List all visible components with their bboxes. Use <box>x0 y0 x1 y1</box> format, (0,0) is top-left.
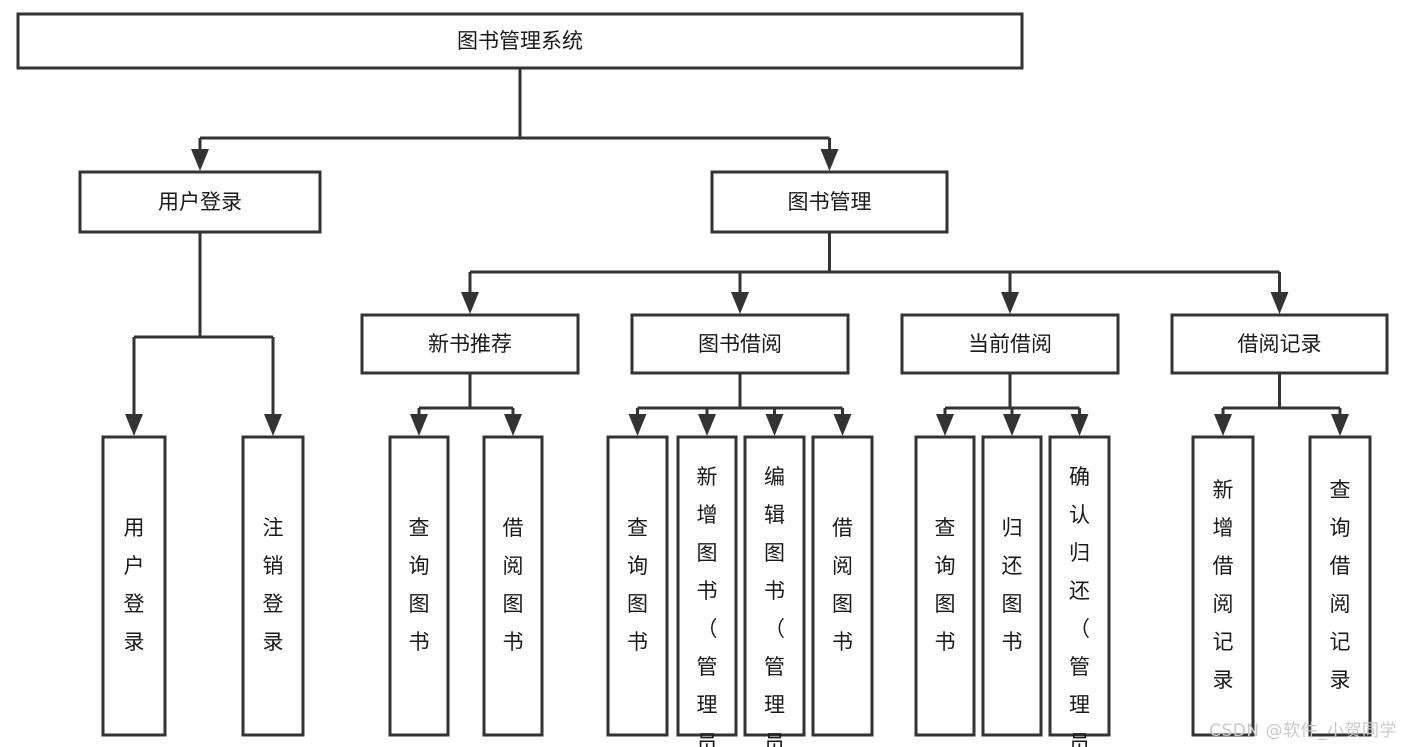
node-label: 图书管理 <box>788 190 872 214</box>
node-leaf_11[interactable]: 确认归还（管理员） <box>1048 435 1111 747</box>
connector-layer <box>125 68 1349 436</box>
node-l1_a[interactable]: 用户登录 <box>78 170 322 234</box>
node-label: 注销登录 <box>263 516 284 654</box>
node-label: 借阅图书 <box>503 516 524 654</box>
connector-group <box>461 232 1289 314</box>
node-leaf_13[interactable]: 查询借阅记录 <box>1308 435 1372 737</box>
node-label: 查询图书 <box>627 516 648 654</box>
node-label: 用户登录 <box>158 190 242 214</box>
node-label: 图书管理系统 <box>457 29 583 53</box>
node-l2_a[interactable]: 新书推荐 <box>360 313 580 375</box>
node-label: 当前借阅 <box>968 332 1052 356</box>
node-leaf_09[interactable]: 查询图书 <box>914 435 976 737</box>
node-label: 查询图书 <box>935 516 956 654</box>
node-l2_d[interactable]: 借阅记录 <box>1170 313 1389 375</box>
node-l2_b[interactable]: 图书借阅 <box>630 313 850 375</box>
connector-group <box>936 373 1089 436</box>
node-label: 新书推荐 <box>428 332 512 356</box>
node-root[interactable]: 图书管理系统 <box>16 12 1024 70</box>
node-label: 确认归还（管理员） <box>1069 465 1090 747</box>
node-label: 新增图书（管理员） <box>697 465 718 747</box>
node-label: 查询图书 <box>409 516 430 654</box>
connector-group <box>1214 373 1349 436</box>
node-label: 查询借阅记录 <box>1330 478 1351 692</box>
node-label: 归还图书 <box>1002 516 1023 654</box>
node-layer: 图书管理系统用户登录图书管理新书推荐图书借阅当前借阅借阅记录用户登录注销登录查询… <box>16 12 1389 747</box>
node-label: 借阅图书 <box>832 516 853 654</box>
node-leaf_08[interactable]: 借阅图书 <box>811 435 874 737</box>
node-label: 用户登录 <box>124 516 145 654</box>
node-label: 借阅记录 <box>1238 332 1322 356</box>
connector-group <box>628 373 852 436</box>
node-leaf_07[interactable]: 编辑图书（管理员） <box>743 435 806 747</box>
node-label: 新增借阅记录 <box>1213 478 1234 692</box>
connector-group <box>125 232 282 436</box>
node-l1_b[interactable]: 图书管理 <box>710 170 949 234</box>
node-leaf_06[interactable]: 新增图书（管理员） <box>676 435 738 747</box>
connector-group <box>191 68 839 171</box>
node-leaf_04[interactable]: 借阅图书 <box>482 435 544 737</box>
node-leaf_10[interactable]: 归还图书 <box>981 435 1043 737</box>
node-label: 编辑图书（管理员） <box>764 465 785 747</box>
node-leaf_12[interactable]: 新增借阅记录 <box>1191 435 1255 737</box>
node-l2_c[interactable]: 当前借阅 <box>900 313 1120 375</box>
node-leaf_05[interactable]: 查询图书 <box>606 435 669 737</box>
connector-group <box>410 373 522 436</box>
node-leaf_02[interactable]: 注销登录 <box>241 435 305 737</box>
node-label: 图书借阅 <box>698 332 782 356</box>
node-leaf_03[interactable]: 查询图书 <box>388 435 450 737</box>
node-leaf_01[interactable]: 用户登录 <box>101 435 167 737</box>
